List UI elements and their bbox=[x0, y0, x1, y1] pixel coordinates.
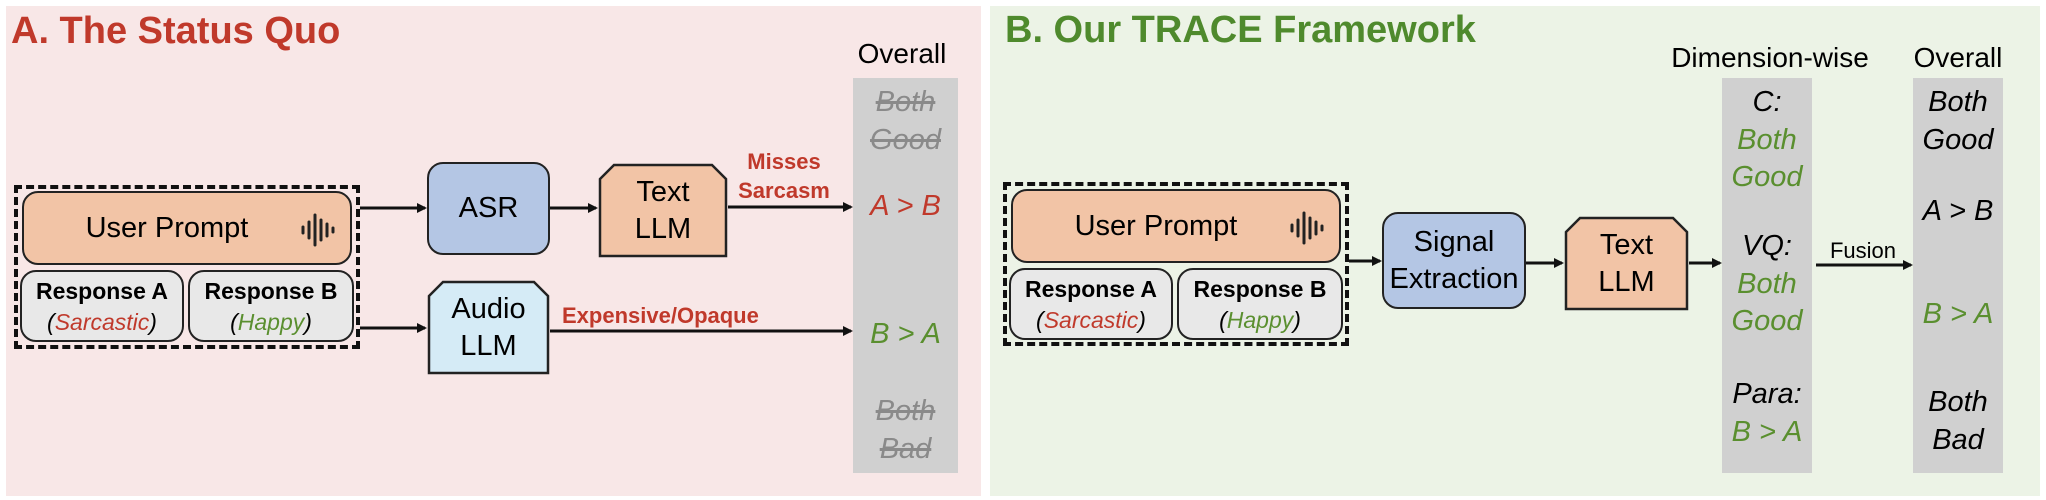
audio-llm-shape bbox=[427, 280, 550, 375]
overall-b-gt-a-b: B > A bbox=[1922, 298, 1994, 330]
overall-header-b: Overall bbox=[1913, 42, 2003, 73]
tone-open: ( bbox=[47, 309, 55, 335]
tone-close: ) bbox=[1138, 307, 1146, 333]
overall-a-gt-b-b: A > B bbox=[1922, 195, 1994, 227]
overall-both-good-b: Both Good bbox=[1913, 84, 2003, 159]
response-a-box-a: Response A (Sarcastic) bbox=[20, 270, 184, 342]
overall-both-bad-b: Both Bad bbox=[1913, 384, 2003, 459]
overall-bar-b bbox=[1913, 78, 2003, 473]
tone-close: ) bbox=[1293, 307, 1301, 333]
panel-a-title: A. The Status Quo bbox=[11, 10, 341, 52]
user-prompt-box-a: User Prompt bbox=[22, 191, 352, 265]
text-llm-shape-a bbox=[598, 163, 728, 258]
user-prompt-label-a: User Prompt bbox=[85, 211, 249, 244]
dimension-bar bbox=[1722, 78, 1812, 473]
tone-sarcastic-b: Sarcastic bbox=[1043, 307, 1139, 333]
tone-open: ( bbox=[1036, 307, 1044, 333]
both-line: Both bbox=[1928, 386, 1988, 418]
audio-llm-line1: Audio bbox=[451, 293, 526, 326]
both-line: Both bbox=[875, 395, 936, 427]
response-a-label-b: Response A bbox=[1024, 275, 1158, 302]
signal-line: Signal bbox=[1413, 226, 1495, 259]
fusion-label: Fusion bbox=[1829, 238, 1897, 263]
both-line: Both bbox=[875, 86, 936, 118]
response-b-label-a: Response B bbox=[204, 277, 338, 304]
tone-close: ) bbox=[149, 309, 157, 335]
sarcasm-line: Sarcasm bbox=[738, 177, 830, 203]
audio-llm-line2: LLM bbox=[460, 329, 517, 362]
text-llm-line2-a: LLM bbox=[634, 212, 692, 245]
input-group-a bbox=[14, 185, 360, 349]
tone-open: ( bbox=[230, 309, 238, 335]
dimension-vq-line1: Both bbox=[1737, 267, 1797, 300]
misses-line: Misses bbox=[747, 149, 821, 174]
response-a-box-b: Response A (Sarcastic) bbox=[1009, 268, 1173, 340]
dimension-vq: VQ: Both Good bbox=[1722, 228, 1812, 341]
bad-line: Bad bbox=[1932, 423, 1984, 456]
bad-line: Bad bbox=[879, 432, 932, 465]
asr-label: ASR bbox=[458, 192, 519, 225]
response-a-label-a: Response A bbox=[35, 277, 169, 304]
expensive-opaque-annotation: Expensive/Opaque bbox=[562, 303, 759, 328]
dimension-c-label: C: bbox=[1752, 86, 1782, 118]
dimension-para-value: B > A bbox=[1731, 415, 1803, 448]
tone-open: ( bbox=[1219, 307, 1227, 333]
dimension-c-line2: Good bbox=[1731, 161, 1803, 194]
output-both-good-a: Both Good bbox=[853, 84, 958, 159]
tone-happy-b: Happy bbox=[1226, 307, 1294, 333]
input-group-b bbox=[1003, 182, 1349, 346]
dimension-wise-header: Dimension-wise bbox=[1671, 42, 1869, 73]
dimension-vq-line2: Good bbox=[1731, 305, 1803, 338]
dimension-c-line1: Both bbox=[1737, 123, 1797, 156]
audio-waveform-icon bbox=[301, 213, 335, 247]
output-both-bad-a: Both Bad bbox=[853, 393, 958, 468]
dimension-c: C: Both Good bbox=[1722, 84, 1812, 197]
tone-close: ) bbox=[304, 309, 312, 335]
text-llm-line1-a: Text bbox=[636, 176, 690, 209]
extraction-line: Extraction bbox=[1389, 262, 1519, 295]
overall-header-a: Overall bbox=[857, 38, 947, 69]
asr-box: ASR bbox=[427, 162, 550, 255]
text-llm-line2-b: LLM bbox=[1598, 265, 1655, 298]
good-line: Good bbox=[870, 123, 941, 156]
response-b-box-b: Response B (Happy) bbox=[1177, 268, 1343, 340]
output-a-gt-b-a: A > B bbox=[870, 190, 941, 222]
dimension-para-label: Para: bbox=[1732, 378, 1802, 410]
misses-sarcasm-annotation: Misses Sarcasm bbox=[728, 148, 840, 205]
response-b-box-a: Response B (Happy) bbox=[188, 270, 354, 342]
good-line: Good bbox=[1922, 123, 1994, 156]
user-prompt-box-b: User Prompt bbox=[1011, 189, 1341, 263]
audio-waveform-icon bbox=[1290, 211, 1324, 245]
response-b-label-b: Response B bbox=[1193, 275, 1327, 302]
tone-happy-a: Happy bbox=[237, 309, 305, 335]
overall-bar-a bbox=[853, 78, 958, 473]
dimension-vq-label: VQ: bbox=[1742, 230, 1792, 262]
text-llm-shape-b bbox=[1564, 216, 1689, 311]
user-prompt-label-b: User Prompt bbox=[1074, 209, 1238, 242]
output-b-gt-a-a: B > A bbox=[870, 318, 941, 350]
both-line: Both bbox=[1928, 86, 1988, 118]
text-llm-line1-b: Text bbox=[1599, 229, 1654, 262]
tone-sarcastic-a: Sarcastic bbox=[54, 309, 150, 335]
dimension-para: Para: B > A bbox=[1722, 376, 1812, 451]
panel-b-title: B. Our TRACE Framework bbox=[1005, 9, 1476, 51]
